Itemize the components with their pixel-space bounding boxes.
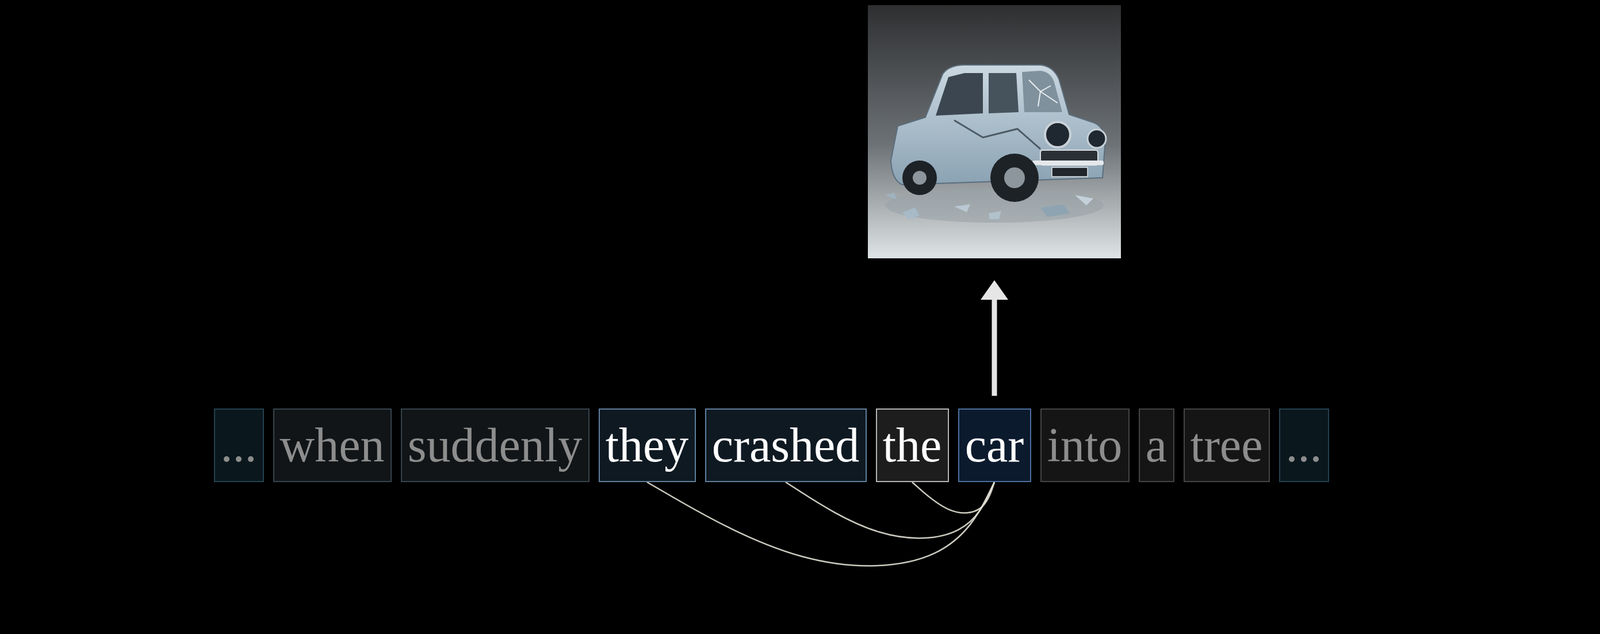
- token-text: into: [1047, 420, 1123, 470]
- token-text: suddenly: [407, 420, 583, 470]
- hubcap: [912, 170, 927, 185]
- debris: [988, 211, 1002, 220]
- debris: [902, 207, 920, 220]
- attention-arc: [647, 481, 995, 566]
- word-token: car: [958, 408, 1032, 482]
- token-text: the: [882, 420, 943, 470]
- token-text: when: [280, 420, 385, 470]
- crack-lines: [1028, 79, 1058, 107]
- debris: [1040, 204, 1071, 217]
- token-text: a: [1145, 420, 1167, 470]
- wheel: [902, 160, 937, 195]
- word-token: ...: [1279, 408, 1330, 482]
- token-text: car: [965, 420, 1025, 470]
- headlight: [1045, 121, 1071, 148]
- arrow-head: [980, 280, 1009, 300]
- word-token: ...: [213, 408, 264, 482]
- word-token: they: [598, 408, 696, 482]
- attention-arc: [785, 481, 995, 538]
- hubcap: [1004, 167, 1025, 189]
- debris: [954, 204, 971, 213]
- license-plate: [1051, 167, 1088, 177]
- word-token: when: [273, 408, 392, 482]
- attention-arc: [912, 481, 995, 513]
- headlight: [1087, 129, 1106, 148]
- arrow-shaft: [992, 297, 998, 396]
- picture-ground: [867, 5, 1121, 259]
- token-text: ...: [220, 420, 258, 470]
- debris: [885, 192, 897, 200]
- word-token: the: [875, 408, 949, 482]
- token-text: crashed: [712, 420, 860, 470]
- token-text: they: [605, 420, 690, 470]
- dent-line: [954, 120, 1041, 149]
- word-token: crashed: [705, 408, 867, 482]
- bumper: [1032, 160, 1104, 166]
- word-token: suddenly: [400, 408, 590, 482]
- word-token: tree: [1183, 408, 1270, 482]
- car-window: [988, 73, 1019, 114]
- car-windshield: [1021, 70, 1063, 113]
- word-token: into: [1040, 408, 1130, 482]
- up-arrow: [980, 280, 1009, 396]
- crashed-car-picture: [867, 5, 1121, 259]
- wheel: [990, 153, 1039, 202]
- token-text: ...: [1285, 420, 1323, 470]
- debris: [1074, 194, 1094, 206]
- token-text: tree: [1190, 420, 1263, 470]
- word-token: a: [1138, 408, 1175, 482]
- car-window: [935, 73, 983, 116]
